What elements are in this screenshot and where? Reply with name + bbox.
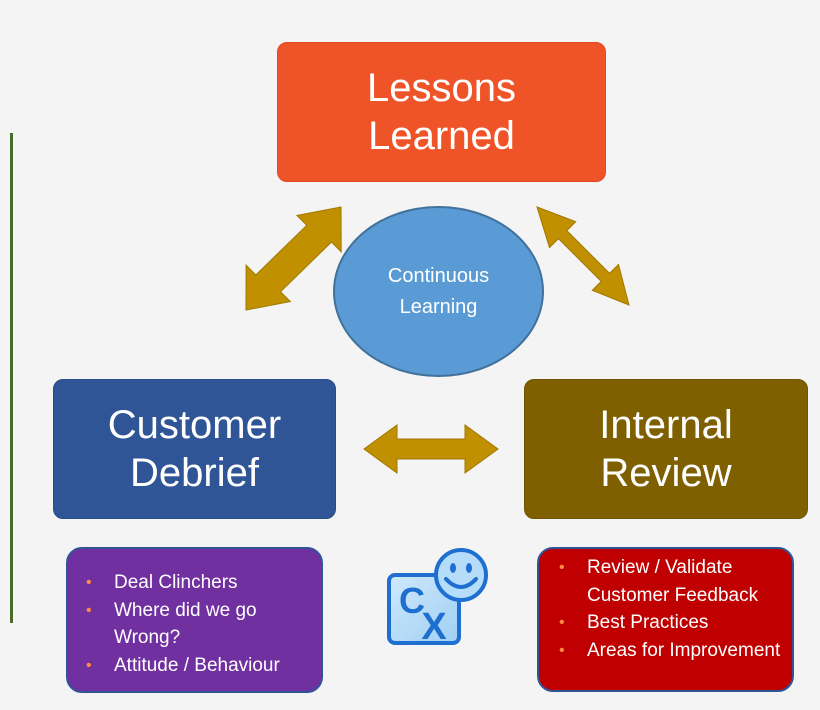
internal-line2: Review (600, 451, 732, 495)
lessons-learned-box: Lessons Learned (277, 42, 606, 182)
bullet-icon: • (86, 574, 92, 591)
arrow-left-diagonal (245, 206, 342, 311)
list-item: •Attitude / Behaviour (86, 652, 313, 680)
center-line1: Continuous (387, 264, 490, 287)
left-divider-line (10, 133, 13, 623)
debrief-list-box: •Deal Clinchers •Where did we go Wrong? … (66, 547, 323, 693)
lessons-line2: Learned (368, 114, 515, 158)
bullet-icon: • (559, 614, 565, 631)
bullet-icon: • (559, 641, 565, 659)
bullet-icon: • (559, 559, 565, 576)
internal-review-box: Internal Review (524, 379, 808, 519)
smiley-face-icon (434, 548, 488, 602)
list-item: •Where did we go Wrong? (86, 597, 313, 652)
arrow-horizontal (363, 424, 499, 474)
bullet-icon: • (86, 601, 92, 619)
customer-debrief-box: Customer Debrief (53, 379, 336, 519)
list-item: •Best Practices (559, 609, 784, 637)
svg-text:X: X (421, 606, 447, 648)
lessons-line1: Lessons (367, 66, 516, 110)
review-list-box: •Review / Validate Customer Feedback •Be… (537, 547, 794, 692)
svg-text:C: C (399, 580, 425, 621)
customer-line1: Customer (107, 403, 282, 447)
internal-line1: Internal (599, 403, 733, 447)
list-item: •Areas for Improvement (559, 637, 784, 665)
list-item: •Deal Clinchers (86, 569, 313, 597)
continuous-learning-circle: Continuous Learning (333, 206, 544, 377)
bullet-icon: • (86, 656, 92, 674)
list-item: •Review / Validate Customer Feedback (559, 554, 784, 609)
cx-logo: C X (387, 548, 488, 648)
center-line2: Learning (399, 295, 478, 318)
customer-line2: Debrief (130, 451, 259, 495)
arrow-right-diagonal (536, 206, 630, 306)
